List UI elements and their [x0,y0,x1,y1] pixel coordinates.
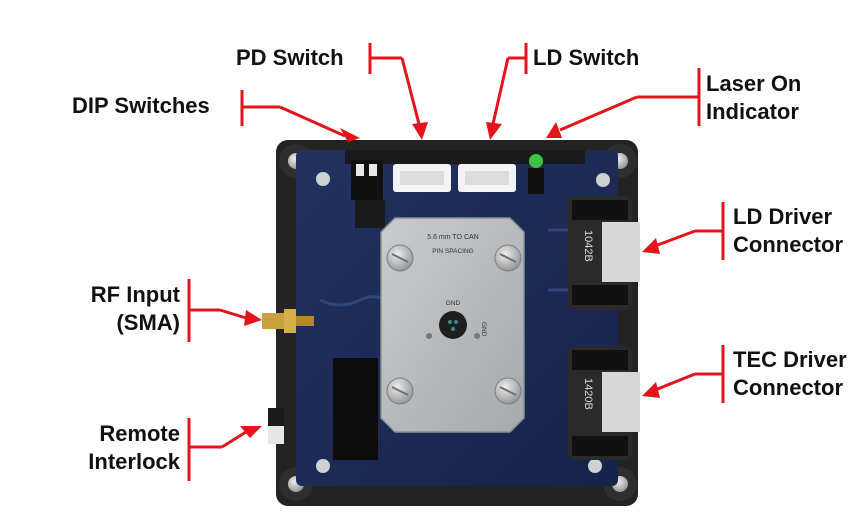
label-rf-input: RF Input (SMA) [70,281,180,337]
label-tec-driver-line2: Connector [733,375,843,400]
pcb-hole [316,172,330,186]
label-pd-switch: PD Switch [236,45,344,70]
label-remote-line2: Interlock [88,449,180,474]
gnd-text-top: GND [446,300,461,307]
pcb-hole [588,459,602,473]
interlock-plug [268,408,284,426]
top-edge-strip [345,150,585,164]
tec-connector-label-plate [602,372,640,432]
label-dip-switches: DIP Switches [72,93,210,118]
label-laser-on-line2: Indicator [706,99,799,124]
to-can-socket [439,311,467,339]
laser-on-led [529,154,543,168]
label-ld-driver-line1: LD Driver [733,204,833,229]
label-tec-driver-line1: TEC Driver [733,347,847,372]
label-remote-interlock: Remote Interlock [60,420,180,476]
label-laser-on-line1: Laser On [706,71,802,96]
label-ld-driver: LD Driver Connector [733,203,843,259]
callout-arrowheads [240,122,660,438]
mount-text-top: 5.6 mm TO CAN [427,234,478,241]
mount-text-sub: PIN SPACING [432,248,473,255]
sma-connector [262,313,284,329]
black-pad [333,358,378,460]
label-remote-line1: Remote [99,421,180,446]
label-tec-driver: TEC Driver Connector [733,346,847,402]
pcb-hole [316,459,330,473]
callout-lines [187,43,725,481]
pcb-hole [596,173,610,187]
label-rf-input-line2: (SMA) [116,310,180,335]
tec-connector-label: 1420B [582,378,594,410]
label-rf-input-line1: RF Input [90,282,180,307]
label-ld-driver-line2: Connector [733,232,843,257]
gnd-text-right: GND [480,322,487,337]
label-ld-switch: LD Switch [533,45,640,70]
ld-connector-label: 1042B [582,230,594,262]
label-laser-on: Laser On Indicator [706,70,801,126]
ld-connector-label-plate [602,222,640,282]
dip-switch-block [351,160,383,200]
